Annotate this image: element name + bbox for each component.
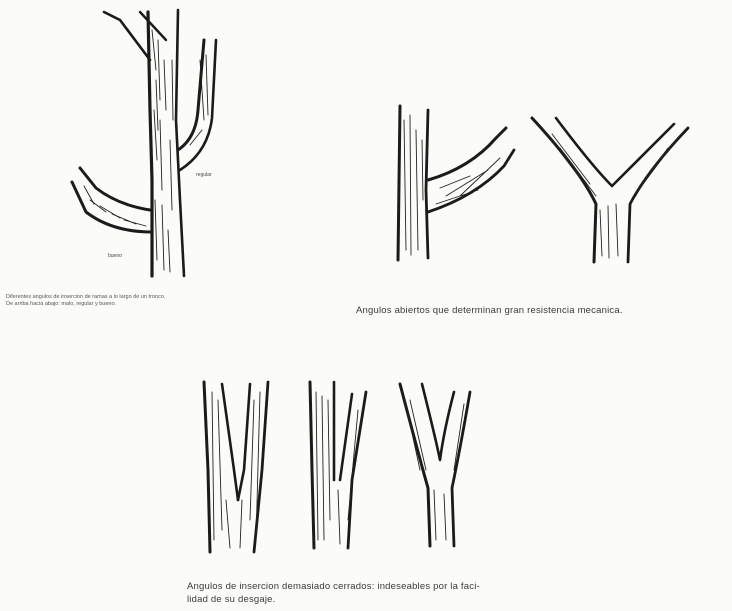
trunk-bark-hatching	[152, 30, 173, 272]
caption-closed-line-2: lidad de su desgaje.	[187, 593, 480, 606]
caption-closed-angles: Angulos de insercion demasiado cerrados:…	[187, 580, 480, 606]
caption-line-2: De arriba hacia abajo: malo, regular y b…	[6, 301, 165, 308]
narrow-v-fork-figure-2	[310, 382, 366, 548]
caption-branch-insertion-angles: Diferentes angulos de insercion de ramas…	[6, 294, 165, 308]
caption-closed-line-1: Angulos de insercion demasiado cerrados:…	[187, 580, 480, 593]
wide-y-fork-figure	[532, 118, 688, 262]
label-regular: regular	[196, 172, 212, 178]
trunk-with-branches-figure	[72, 10, 216, 276]
narrow-v-fork-figure-1	[204, 382, 268, 552]
caption-open-angles: Angulos abiertos que determinan gran res…	[356, 305, 623, 316]
caption-line-1: Diferentes angulos de insercion de ramas…	[6, 294, 165, 301]
narrow-y-fork-figure	[400, 384, 470, 546]
label-bueno: bueno	[108, 253, 122, 259]
wide-angle-branch-figure	[398, 106, 514, 260]
